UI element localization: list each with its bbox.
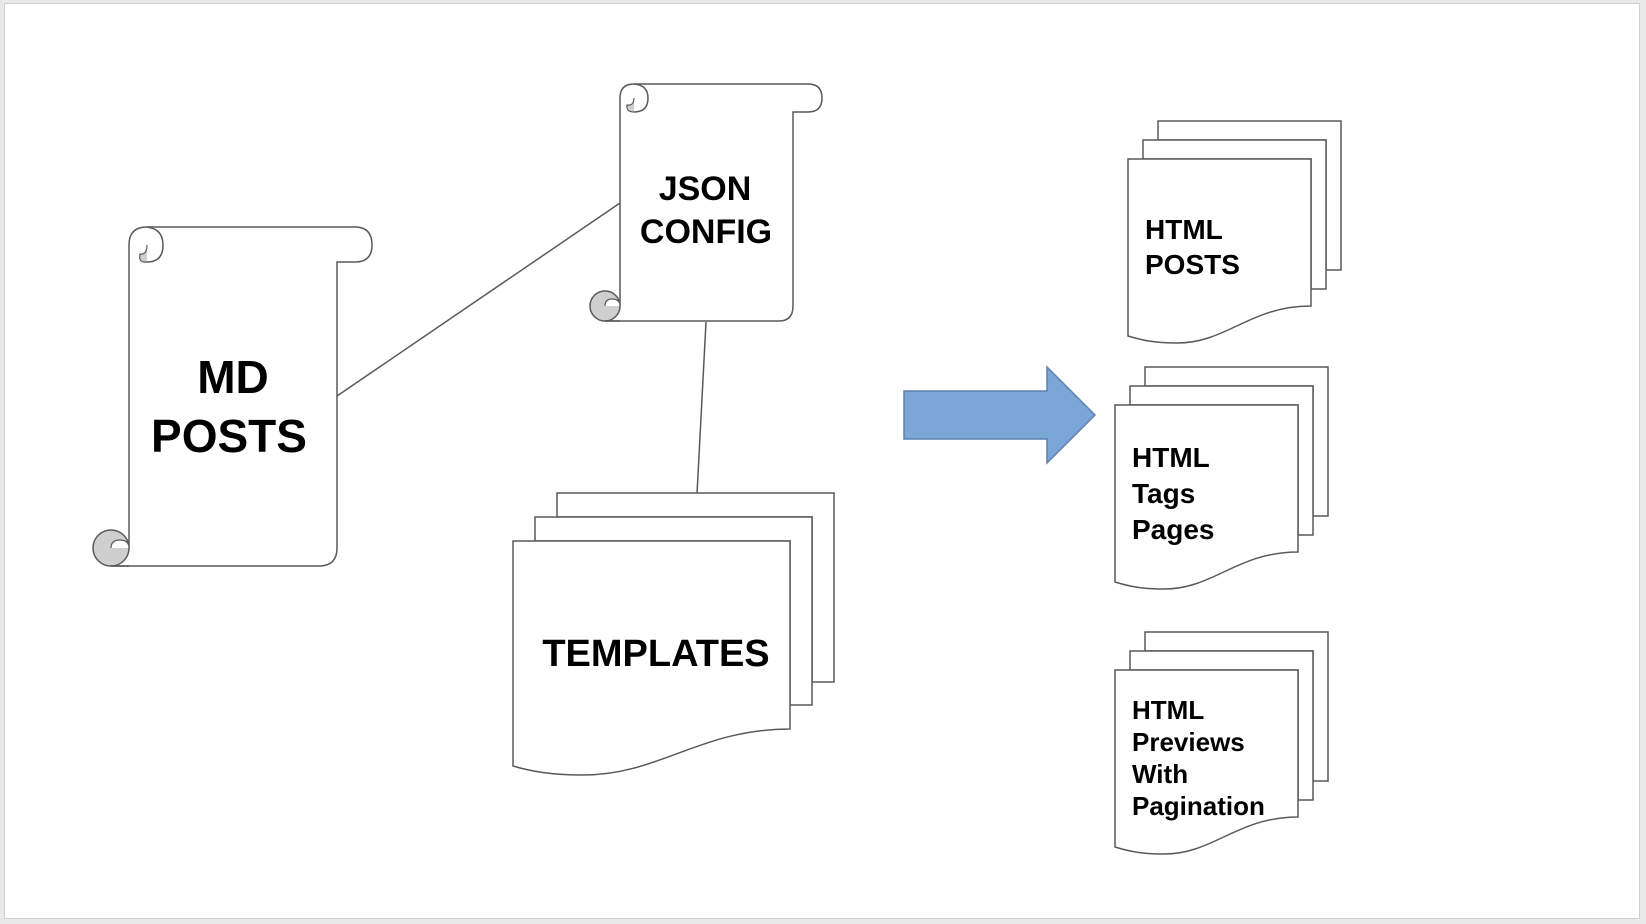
- templates-label: TEMPLATES: [542, 633, 769, 675]
- html-tags-label-line2: Tags: [1132, 478, 1195, 509]
- html-previews-label-line2: Previews: [1132, 727, 1245, 757]
- json-config-scroll-shape: [589, 83, 823, 322]
- html-previews-label-line1: HTML: [1132, 695, 1204, 725]
- connector-json-to-templates: [696, 321, 707, 495]
- html-posts-label-line2: POSTS: [1145, 249, 1240, 280]
- md-posts-label-line2: POSTS: [151, 410, 307, 462]
- json-config-label-line1: JSON: [659, 170, 752, 208]
- templates-multidoc-shape: [512, 492, 835, 776]
- connector-md-to-json: [336, 202, 621, 397]
- html-tags-multidoc-shape: [1114, 366, 1329, 590]
- transform-arrow: [903, 365, 1097, 465]
- md-posts-scroll-shape: [92, 226, 373, 567]
- md-posts-label-line1: MD: [197, 351, 269, 403]
- html-tags-label-line1: HTML: [1132, 442, 1210, 473]
- html-previews-label-line3: With: [1132, 759, 1188, 789]
- html-previews-label-line4: Pagination: [1132, 791, 1265, 821]
- html-tags-label-line3: Pages: [1132, 514, 1215, 545]
- html-posts-label-line1: HTML: [1145, 214, 1223, 245]
- html-posts-multidoc-shape: [1127, 120, 1342, 344]
- html-previews-multidoc-shape: [1114, 631, 1329, 855]
- json-config-label-line2: CONFIG: [640, 213, 772, 251]
